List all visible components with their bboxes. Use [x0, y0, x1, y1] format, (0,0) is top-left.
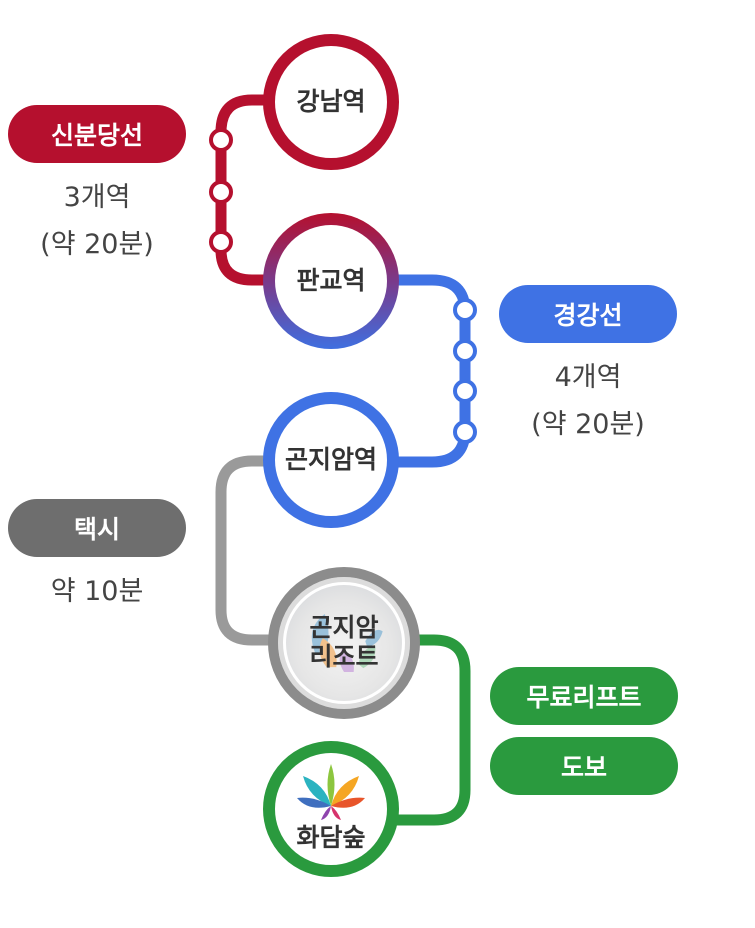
taxi-info: 약 10분	[8, 568, 186, 615]
station-gangnam: 강남역	[263, 34, 399, 170]
gyeonggang-stop-3	[453, 379, 477, 403]
station-hwadamsup-label: 화담숲	[296, 822, 366, 852]
sinbundang-info: 3개역 (약 20분)	[8, 174, 186, 268]
gyeonggang-stop-1	[453, 298, 477, 322]
sinbundang-stops: 3개역	[63, 182, 131, 213]
gyeonggang-stop-4	[453, 420, 477, 444]
station-gonjiam-label: 곤지암역	[284, 444, 377, 474]
station-gangnam-label: 강남역	[296, 86, 366, 116]
station-pangyo: 판교역	[263, 213, 399, 349]
taxi-line	[215, 455, 272, 646]
lift-walk-line	[395, 634, 471, 826]
station-hwadamsup: 화담숲	[263, 741, 399, 877]
walk-badge: 도보	[490, 737, 678, 795]
sinbundang-time: (약 20분)	[40, 229, 154, 260]
station-resort-label: 곤지암 리조트	[309, 613, 379, 672]
station-gonjiam-resort: 곤지암 리조트	[268, 567, 420, 719]
station-resort-label-line2: 리조트	[309, 642, 379, 671]
sinbundang-stop-2	[209, 180, 233, 204]
gyeonggang-info: 4개역 (약 20분)	[499, 354, 677, 448]
station-pangyo-label: 판교역	[296, 265, 366, 295]
gyeonggang-line	[395, 274, 471, 468]
gyeonggang-stop-2	[453, 339, 477, 363]
station-gonjiam: 곤지암역	[263, 392, 399, 528]
sinbundang-badge: 신분당선	[8, 105, 186, 163]
taxi-time: 약 10분	[50, 576, 144, 607]
gyeonggang-stops: 4개역	[554, 362, 622, 393]
resort-logo-icon	[286, 585, 402, 701]
taxi-badge: 택시	[8, 499, 186, 557]
gyeonggang-time: (약 20분)	[531, 409, 645, 440]
hwadamsup-logo-icon	[297, 763, 365, 820]
sinbundang-stop-3	[209, 230, 233, 254]
free-lift-badge: 무료리프트	[490, 667, 678, 725]
sinbundang-stop-1	[209, 128, 233, 152]
gyeonggang-badge: 경강선	[499, 285, 677, 343]
station-resort-label-line1: 곤지암	[309, 613, 379, 643]
